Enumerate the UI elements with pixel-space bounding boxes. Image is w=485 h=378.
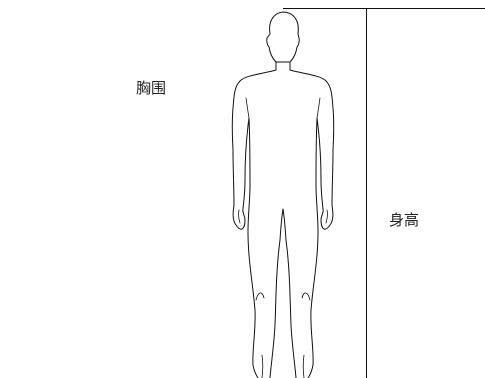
leg-detail-lines	[255, 292, 311, 378]
body-left-outline	[231, 69, 277, 378]
arm-detail-lines	[238, 97, 328, 224]
chest-label: 胸围	[136, 79, 167, 97]
neck-outline	[275, 62, 291, 70]
inner-legs-outline	[269, 208, 297, 378]
height-label: 身高	[389, 211, 420, 229]
head-outline	[266, 11, 300, 63]
body-right-outline	[289, 69, 335, 378]
